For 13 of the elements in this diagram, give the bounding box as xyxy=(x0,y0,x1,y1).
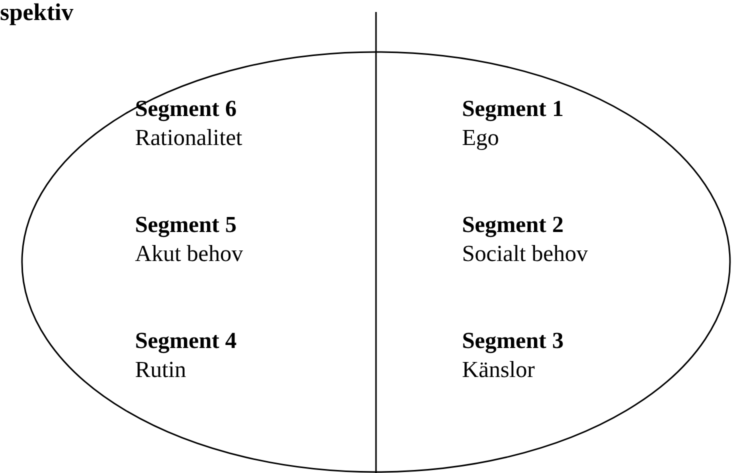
segment-description: Rationalitet xyxy=(135,125,242,151)
segment-description: Rutin xyxy=(135,357,186,383)
segment-description: Socialt behov xyxy=(462,241,588,267)
segment-heading: Segment 3 xyxy=(462,328,564,354)
segment-description: Akut behov xyxy=(135,241,243,267)
title: spektiv xyxy=(0,0,74,26)
segment-description: Ego xyxy=(462,125,500,151)
segment-heading: Segment 4 xyxy=(135,328,237,354)
segment-heading: Segment 6 xyxy=(135,96,237,122)
segment-heading: Segment 1 xyxy=(462,96,564,122)
segment-heading: Segment 5 xyxy=(135,212,237,238)
segment-description: Känslor xyxy=(462,357,535,383)
segment-heading: Segment 2 xyxy=(462,212,564,238)
